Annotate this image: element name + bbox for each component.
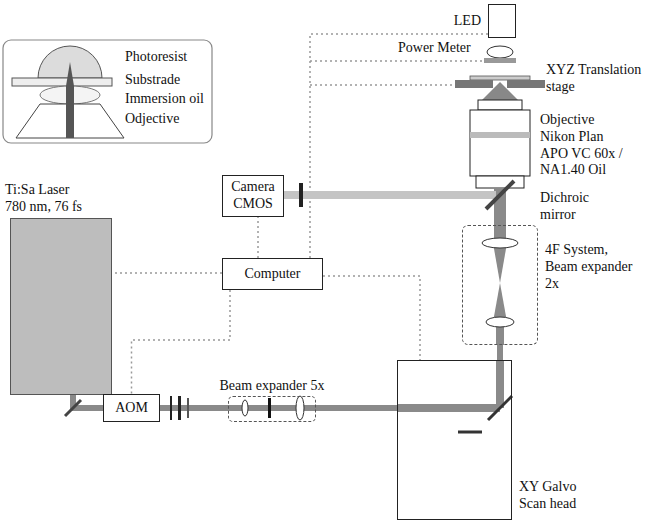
node-label: Ti:Sa Laser 780 nm, 76 fs — [5, 182, 91, 216]
galvo-mirror — [458, 431, 482, 434]
objective-thread — [476, 176, 524, 188]
node-label: Computer — [245, 266, 301, 283]
objective-body — [470, 110, 530, 176]
lens — [296, 396, 304, 420]
laser-beam — [496, 360, 504, 408]
aom-box: AOM — [103, 394, 160, 422]
galvo-mirror — [488, 396, 512, 420]
focus-cone — [482, 82, 518, 100]
filter — [299, 183, 303, 207]
waveplate — [170, 396, 172, 420]
laser-beam — [493, 283, 507, 322]
control-line — [132, 290, 231, 394]
laser-beam — [66, 86, 74, 138]
control-line — [310, 34, 488, 258]
node-label: AOM — [115, 400, 148, 417]
sample-substrate — [470, 76, 530, 80]
control-line — [323, 276, 420, 360]
node-label: 4F System, Beam expander 2x — [545, 242, 640, 292]
laser-beam — [497, 345, 503, 360]
part-label: Immersion oil — [125, 91, 204, 108]
polarizer — [187, 398, 189, 418]
pinhole — [268, 398, 271, 418]
stage-plate — [455, 80, 493, 88]
part-label: Substrade — [125, 72, 180, 89]
beam-expander-group: Beam expander 5x — [228, 396, 316, 422]
part-label: Objective Nikon Plan APO VC 60x / NA1.40… — [540, 112, 630, 179]
inset-frame — [3, 40, 212, 143]
power-meter-lens — [487, 46, 513, 58]
power-meter — [484, 58, 516, 63]
part-label: Power Meter — [398, 40, 471, 57]
node-label: Beam expander 5x — [220, 378, 325, 395]
computer-box: Computer — [222, 258, 323, 290]
objective-nose — [478, 100, 522, 110]
stage-plate — [507, 80, 545, 88]
node-label: LED — [454, 13, 481, 30]
camera-box: Camera CMOS — [222, 175, 284, 217]
laser-beam — [493, 243, 507, 283]
control-line — [310, 60, 482, 62]
mirror — [65, 400, 81, 416]
dichroic-mirror — [486, 181, 514, 209]
substrate-plate — [12, 78, 112, 86]
lens — [482, 238, 518, 248]
part-label: XYZ Translation stage — [546, 62, 644, 96]
objective-ring — [470, 132, 530, 138]
control-line — [112, 272, 222, 274]
lens — [486, 317, 514, 327]
laser-box: Ti:Sa Laser 780 nm, 76 fs — [10, 218, 112, 395]
part-label: Photoresist — [125, 49, 187, 66]
lens — [242, 400, 248, 416]
focus-cone — [66, 62, 74, 86]
led-box: LED — [488, 4, 516, 38]
imaging-beam — [284, 191, 496, 199]
part-label: Dichroic mirror — [540, 190, 620, 224]
control-line — [310, 84, 453, 86]
laser-beam — [316, 405, 397, 411]
node-label: XY Galvo Scan head — [519, 479, 589, 513]
control-line — [257, 217, 259, 258]
node-label: Camera CMOS — [231, 179, 275, 213]
laser-beam — [397, 404, 500, 412]
galvo-box: XY Galvo Scan head — [397, 360, 512, 520]
4f-system-group: 4F System, Beam expander 2x — [462, 225, 538, 345]
part-label: Odjective — [125, 111, 179, 128]
waveplate — [178, 396, 181, 420]
